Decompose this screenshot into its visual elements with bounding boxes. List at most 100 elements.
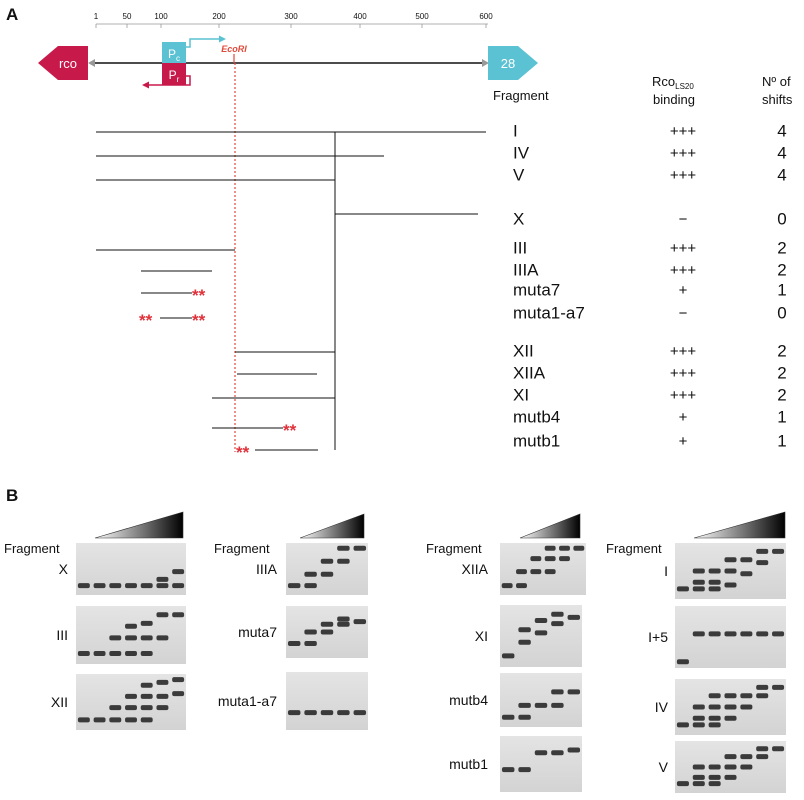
ruler-tick-label: 400	[353, 12, 367, 21]
header-shifts-1: Nº of	[762, 74, 791, 89]
gel-band	[756, 693, 769, 699]
fragment-row: V+++4	[513, 165, 787, 184]
gel-band	[676, 781, 689, 787]
gel-panel: muta7	[238, 606, 368, 658]
gel-band	[724, 693, 737, 699]
ruler-tick-label: 500	[415, 12, 429, 21]
binding-value: +++	[670, 262, 697, 279]
gel-band	[551, 621, 564, 627]
fragment-row: mutb1+1	[513, 431, 787, 450]
gel-image	[500, 736, 582, 792]
gel-band	[544, 569, 556, 575]
gel-fragment-header: Fragment	[214, 541, 270, 556]
binding-value: −	[679, 305, 688, 322]
gel-band	[516, 583, 527, 589]
gel-label: IV	[655, 699, 669, 715]
shift-count: 1	[777, 407, 786, 426]
gel-band	[140, 705, 153, 711]
gel-panel: mutb1	[449, 736, 582, 792]
gel-band	[320, 571, 334, 577]
gel-band	[304, 571, 317, 577]
gel-band	[567, 689, 581, 695]
ruler-tick-label: 600	[479, 12, 493, 21]
binding-value: −	[679, 211, 688, 228]
ruler-tick-label: 1	[94, 12, 99, 21]
gel-band	[501, 714, 515, 720]
fragment-name: XIIA	[513, 363, 546, 382]
gel-band	[740, 571, 753, 577]
gel-band	[551, 750, 564, 756]
gel-band	[125, 583, 137, 589]
gel-band	[530, 556, 542, 562]
header-rco: Rco	[652, 74, 675, 89]
promoter-pr-sub: r	[177, 75, 180, 84]
fragment-row: X−0	[513, 209, 787, 228]
gel-label: XIIA	[462, 561, 489, 577]
gel-band	[109, 717, 122, 723]
gel-panel: IV	[655, 679, 786, 735]
fragment-name: muta1-a7	[513, 303, 585, 322]
fragment-name: IIIA	[513, 260, 539, 279]
gel-band	[140, 651, 153, 657]
gel-band	[740, 693, 753, 699]
mutation-marker: **	[236, 443, 250, 462]
gel-band	[756, 754, 769, 760]
gel-band	[676, 722, 689, 728]
gel-band	[756, 684, 769, 690]
concentration-wedge	[299, 513, 365, 539]
gel-band	[676, 659, 689, 665]
ruler-tick-label: 300	[284, 12, 298, 21]
ruler-tick-label: 100	[154, 12, 168, 21]
gel-band	[337, 616, 350, 622]
gel-band	[77, 651, 90, 657]
fragment-row: XI+++2	[513, 385, 787, 404]
gel-band	[125, 623, 137, 629]
gel-band	[287, 710, 301, 716]
gel-band	[708, 568, 721, 574]
gel-band	[724, 704, 737, 710]
binding-value: +++	[670, 387, 697, 404]
gel-band	[337, 710, 350, 716]
gel-band	[692, 774, 705, 780]
gel-band	[724, 557, 737, 563]
fragment-row: I +++ 4	[513, 121, 787, 140]
ruler-tick-label: 50	[123, 12, 132, 21]
shift-count: 1	[777, 431, 786, 450]
gel-band	[518, 767, 531, 773]
gel-band	[156, 612, 169, 618]
gel-label: V	[659, 759, 669, 775]
gel-band	[567, 747, 581, 753]
gel-band	[501, 583, 513, 589]
fragment-name: I	[513, 121, 518, 140]
gel-band	[708, 579, 721, 585]
fragment-name: mutb4	[513, 407, 560, 426]
gel-band	[692, 631, 705, 637]
gel-band	[125, 693, 137, 699]
gel-band	[501, 767, 515, 773]
gel-band	[304, 710, 317, 716]
shift-count: 4	[777, 121, 786, 140]
header-fragment: Fragment	[493, 88, 549, 103]
gel-band	[518, 702, 531, 708]
gel-band	[109, 583, 122, 589]
promoter-pr-main: P	[169, 68, 177, 82]
gel-band	[304, 640, 317, 646]
gel-band	[109, 651, 122, 657]
gel-panel: mutb4	[449, 673, 582, 727]
fragment-map	[96, 131, 486, 451]
fragment-row: III+++2	[513, 238, 787, 257]
gel-band	[156, 705, 169, 711]
gel-band	[573, 545, 585, 551]
gel-band	[756, 560, 769, 566]
gel-band	[140, 635, 153, 641]
gel-fragment-header: Fragment	[4, 541, 60, 556]
binding-value: +++	[670, 123, 697, 140]
gel-band	[740, 754, 753, 760]
gel-band	[772, 684, 785, 690]
gel-band	[287, 583, 301, 589]
gel-band	[518, 714, 531, 720]
gel-band	[756, 631, 769, 637]
fragment-row: XII+++2	[513, 341, 787, 360]
fragment-name: X	[513, 209, 524, 228]
